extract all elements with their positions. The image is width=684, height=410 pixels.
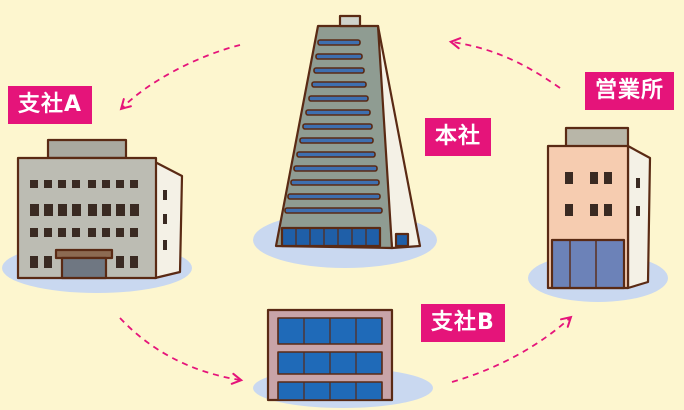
head-office-label: 本社 bbox=[425, 118, 492, 156]
low-rise-building-icon bbox=[266, 308, 394, 402]
arrow-branch-a-to-branch-b bbox=[119, 317, 244, 385]
skyscraper-icon bbox=[274, 14, 422, 250]
branch-b-label: 支社B bbox=[421, 304, 505, 342]
branch-a-label: 支社A bbox=[8, 86, 93, 124]
office-building-icon bbox=[16, 138, 184, 280]
small-office-building-icon bbox=[546, 126, 652, 290]
sales-office-label: 営業所 bbox=[585, 72, 675, 110]
arrow-sales-office-to-head-office bbox=[448, 37, 561, 89]
arrow-head-office-to-branch-a bbox=[119, 44, 241, 111]
arrow-branch-b-to-sales-office bbox=[451, 315, 573, 383]
